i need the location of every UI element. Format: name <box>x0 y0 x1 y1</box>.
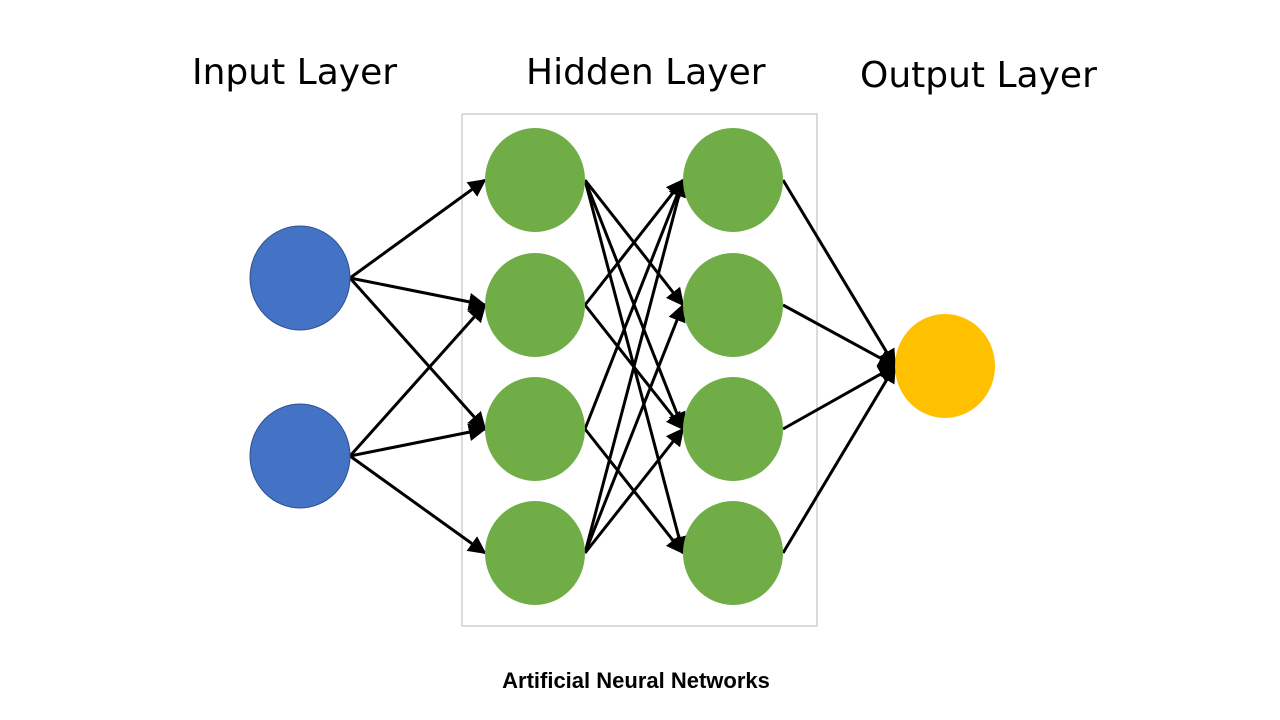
hidden-layer-box <box>461 113 818 627</box>
input-node-1 <box>249 403 351 509</box>
hidden-layer-title: Hidden Layer <box>526 52 766 93</box>
connection-hidden1-3-to-hidden2-1 <box>583 303 686 554</box>
connection-input-1-to-hidden1-2 <box>349 423 487 458</box>
hidden2-node-2 <box>683 377 783 481</box>
connection-input-0-to-hidden1-1 <box>349 276 487 311</box>
hidden1-node-2 <box>485 377 585 481</box>
connection-hidden2-3-to-output-0 <box>781 364 897 554</box>
input-node-0 <box>249 225 351 331</box>
hidden1-node-0 <box>485 128 585 232</box>
connection-hidden2-2-to-output-0 <box>782 364 897 431</box>
hidden1-node-3 <box>485 501 585 605</box>
connection-hidden1-1-to-hidden2-0 <box>583 178 685 306</box>
output-node-0 <box>895 314 995 418</box>
connection-input-1-to-hidden1-3 <box>349 454 487 555</box>
nodes <box>249 128 995 605</box>
connection-input-0-to-hidden1-0 <box>349 178 487 280</box>
hidden2-node-1 <box>683 253 783 357</box>
output-layer-title: Output Layer <box>860 55 1097 96</box>
connection-hidden1-3-to-hidden2-0 <box>583 178 688 554</box>
connection-hidden1-3-to-hidden2-2 <box>583 427 685 554</box>
input-layer-title: Input Layer <box>192 52 398 93</box>
hidden2-node-0 <box>683 128 783 232</box>
diagram-caption: Artificial Neural Networks <box>502 668 770 693</box>
connection-hidden2-0-to-output-0 <box>781 179 897 368</box>
hidden1-node-1 <box>485 253 585 357</box>
hidden2-node-3 <box>683 501 783 605</box>
connection-hidden1-2-to-hidden2-0 <box>583 178 686 430</box>
connection-input-1-to-hidden1-1 <box>348 303 487 457</box>
connections <box>348 178 897 555</box>
connection-hidden2-1-to-output-0 <box>782 303 897 368</box>
connection-input-0-to-hidden1-2 <box>348 277 487 431</box>
